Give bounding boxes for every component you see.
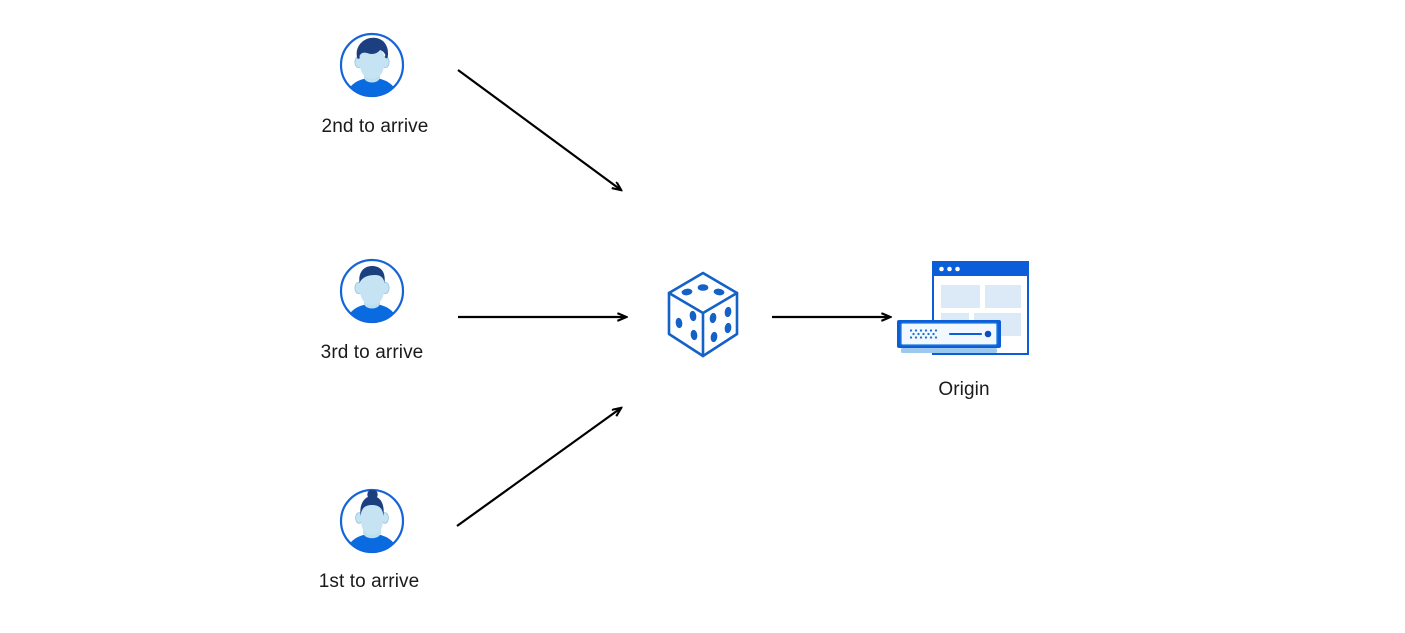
origin-node <box>893 258 1038 363</box>
client-node-top <box>337 30 407 100</box>
client-label-middle: 3rd to arrive <box>320 342 424 363</box>
client-node-middle <box>337 256 407 326</box>
origin-label: Origin <box>938 379 990 400</box>
origin-server-icon <box>897 261 1029 355</box>
client-node-bottom <box>337 486 407 556</box>
client-label-bottom: 1st to arrive <box>318 571 420 592</box>
server-device-icon <box>897 320 1001 353</box>
arrow-client-bottom-to-dice <box>456 408 621 527</box>
dice-node <box>661 268 745 363</box>
user-avatar-icon <box>339 258 405 324</box>
user-avatar-icon <box>339 32 405 98</box>
arrow-client-top-to-dice <box>457 69 621 190</box>
client-label-top: 2nd to arrive <box>321 116 429 137</box>
dice-icon <box>667 271 739 358</box>
user-avatar-icon <box>339 488 405 554</box>
